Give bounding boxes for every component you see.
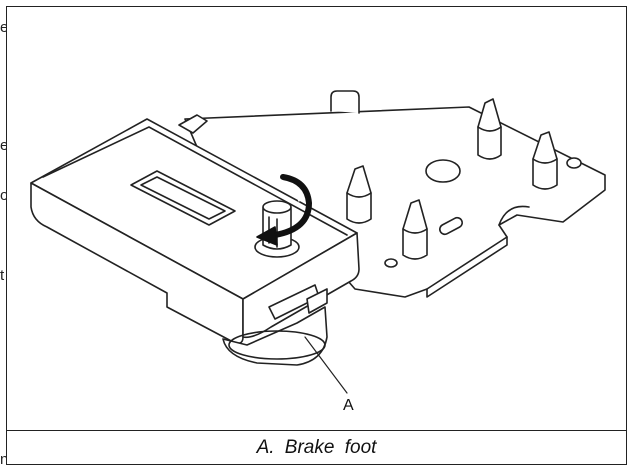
brake-foot-pad xyxy=(222,306,328,366)
margin-text-fragment-4: t xyxy=(0,268,5,283)
callout-leader-a xyxy=(304,336,348,394)
margin-text-fragment-5: n xyxy=(0,452,8,467)
plate-slot xyxy=(439,216,463,236)
plate-screw-hole-1 xyxy=(384,258,398,268)
foot-block-side xyxy=(242,232,360,339)
plate-hole-large xyxy=(425,159,461,183)
plate-edge xyxy=(426,236,508,298)
plate-screw-hole-2 xyxy=(566,157,582,169)
margin-text-fragment-1: et xyxy=(0,20,8,35)
rear-bracket xyxy=(178,114,208,134)
plate-rear-tab xyxy=(330,90,360,114)
pin-4 xyxy=(402,199,428,260)
margin-text-fragment-2: e xyxy=(0,138,8,153)
figure-caption-bar: A. Brake foot xyxy=(7,430,626,464)
pin-2 xyxy=(532,131,558,190)
brake-foot-illustration xyxy=(30,90,606,394)
foot-block-front xyxy=(30,182,244,345)
pin-1 xyxy=(477,98,502,160)
pin-3 xyxy=(346,165,372,224)
foot-window xyxy=(130,170,236,226)
plate-notch xyxy=(498,205,530,226)
margin-text-fragment-3: or xyxy=(0,188,8,203)
callout-label-a: A xyxy=(343,397,354,414)
rotation-arrow-icon xyxy=(256,174,312,246)
figure-frame: A A. Brake foot xyxy=(6,6,627,465)
figure-caption: A. Brake foot xyxy=(256,436,377,458)
